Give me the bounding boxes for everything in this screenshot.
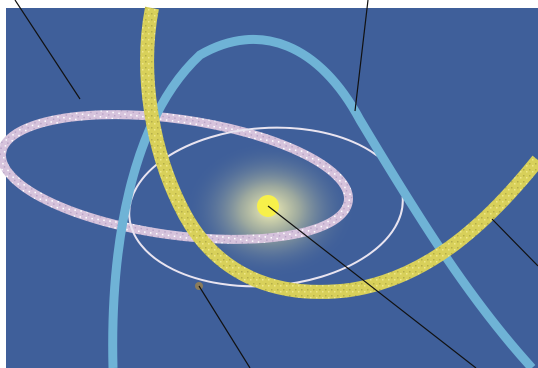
yellow-comet-orbit <box>140 6 538 299</box>
leader-line-belt <box>14 0 81 100</box>
leader-line-sun <box>267 205 477 368</box>
leader-line-yellow-orbit <box>491 218 538 267</box>
leader-line-planet <box>198 285 251 368</box>
inner-belt-orbit <box>0 110 353 244</box>
leader-line-blue-orbit <box>354 0 369 112</box>
blue-comet-orbit <box>108 35 536 368</box>
